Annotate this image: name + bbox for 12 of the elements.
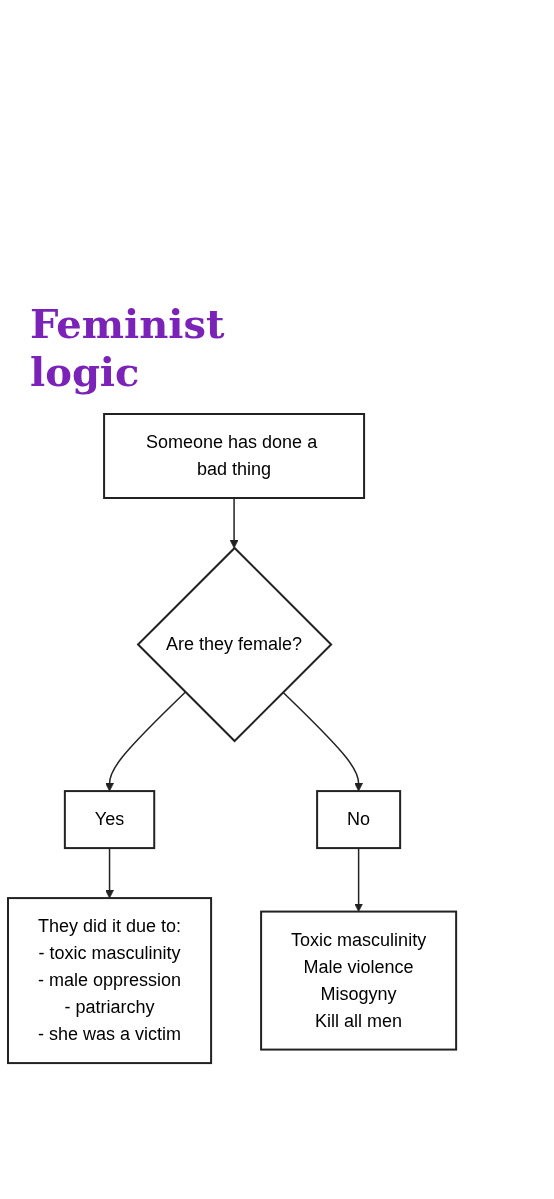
- node-box: No: [316, 790, 402, 850]
- arrow: [105, 847, 114, 899]
- arrow: [354, 847, 363, 912]
- arrow: [229, 497, 239, 549]
- node-box: Toxic masculinity Male violence Misogyny Kill all men: [260, 910, 458, 1051]
- title: Feminist logic: [30, 300, 226, 396]
- node-diamond: Are they female?: [136, 546, 333, 743]
- node-box: Someone has done a bad thing: [103, 413, 366, 499]
- node-box: They did it due to: - toxic masculinity - male oppression - patriarchy - she was a victim: [7, 897, 213, 1065]
- node-box: Yes: [63, 790, 156, 850]
- arrow: [105, 691, 186, 792]
- arrow: [282, 691, 363, 792]
